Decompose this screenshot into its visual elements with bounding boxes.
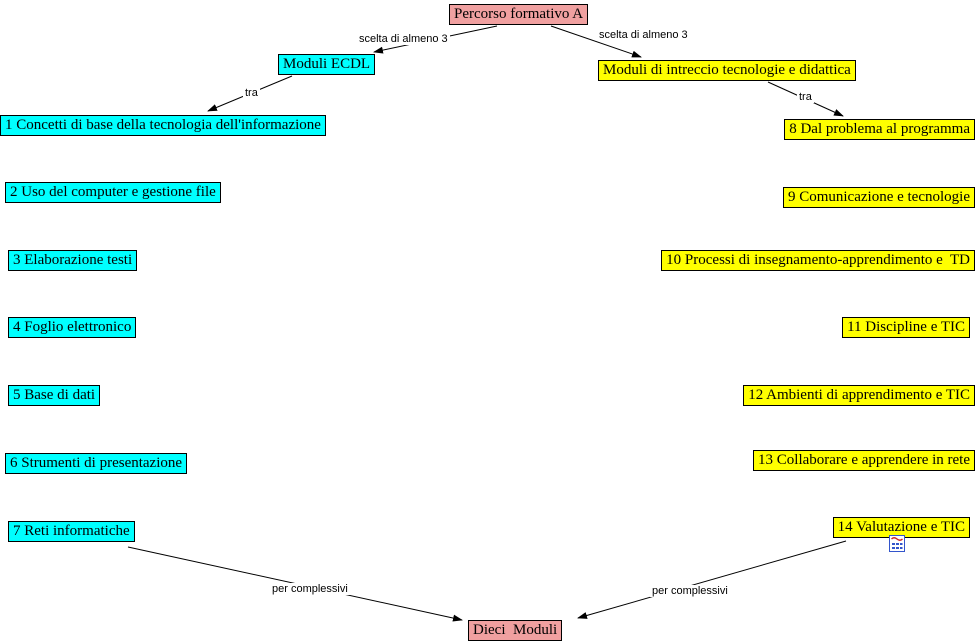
hub-moduli-intreccio[interactable]: Moduli di intreccio tecnologie e didatti…	[598, 60, 856, 81]
node-modulo-3[interactable]: 3 Elaborazione testi	[8, 250, 138, 271]
node-modulo-2[interactable]: 2 Uso del computer e gestione file	[5, 182, 221, 203]
hub-moduli-ecdl[interactable]: Moduli ECDL	[278, 54, 376, 75]
node-modulo-4[interactable]: 4 Foglio elettronico	[8, 317, 137, 338]
node-modulo-5[interactable]: 5 Base di dati	[8, 385, 101, 406]
edge-label-per-complessivi-left[interactable]: per complessivi	[270, 583, 350, 595]
node-modulo-6[interactable]: 6 Strumenti di presentazione	[5, 453, 188, 474]
node-modulo-9[interactable]: 9 Comunicazione e tecnologie	[782, 187, 975, 208]
resource-icon[interactable]	[888, 533, 906, 553]
node-percorso-formativo-a[interactable]: Percorso formativo A	[449, 4, 589, 25]
node-dieci-moduli[interactable]: Dieci Moduli	[468, 620, 563, 641]
node-modulo-14[interactable]: 14 Valutazione e TIC	[832, 517, 970, 538]
node-modulo-11[interactable]: 11 Discipline e TIC	[842, 317, 970, 338]
edge-label-scelta-left[interactable]: scelta di almeno 3	[357, 33, 450, 45]
edge-label-tra-right[interactable]: tra	[797, 91, 814, 103]
node-modulo-12[interactable]: 12 Ambienti di apprendimento e TIC	[743, 385, 975, 406]
edge-label-per-complessivi-right[interactable]: per complessivi	[650, 585, 730, 597]
node-modulo-13[interactable]: 13 Collaborare e apprendere in rete	[753, 450, 975, 471]
edge-didattica-to-sink	[577, 540, 847, 619]
node-modulo-7[interactable]: 7 Reti informatiche	[8, 521, 135, 542]
node-modulo-1[interactable]: 1 Concetti di base della tecnologia dell…	[0, 115, 326, 136]
node-modulo-10[interactable]: 10 Processi di insegnamento-apprendiment…	[661, 250, 975, 271]
edge-label-scelta-right[interactable]: scelta di almeno 3	[597, 29, 690, 41]
edge-label-tra-left[interactable]: tra	[243, 87, 260, 99]
node-modulo-8[interactable]: 8 Dal problema al programma	[784, 119, 975, 140]
